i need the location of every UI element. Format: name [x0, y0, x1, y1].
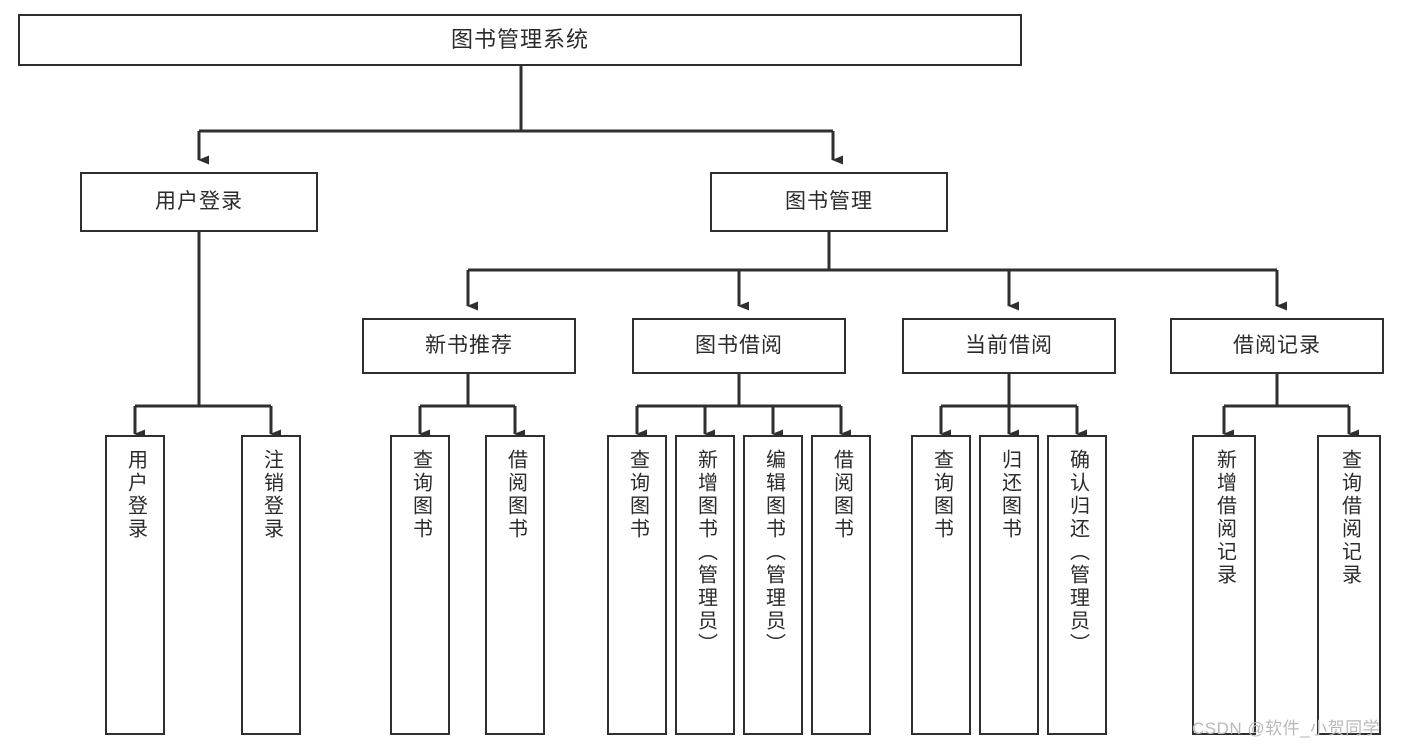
leaf-edit-book-admin[interactable]: 编辑图书（管理员）	[743, 435, 803, 735]
node-label: 新书推荐	[425, 334, 513, 358]
leaf-logout[interactable]: 注销登录	[241, 435, 301, 735]
node-label: 用户登录	[124, 449, 147, 541]
node-label: 编辑图书（管理员）	[762, 449, 785, 656]
node-root-library-system[interactable]: 图书管理系统	[18, 14, 1022, 66]
leaf-query-book-borrow[interactable]: 查询图书	[607, 435, 667, 735]
leaf-query-borrow-record[interactable]: 查询借阅记录	[1317, 435, 1381, 735]
node-label: 归还图书	[998, 449, 1021, 541]
node-book-borrow[interactable]: 图书借阅	[632, 318, 846, 374]
leaf-query-book-recommend[interactable]: 查询图书	[390, 435, 450, 735]
node-label: 查询图书	[930, 449, 953, 541]
leaf-borrow-book[interactable]: 借阅图书	[811, 435, 871, 735]
leaf-query-book-current[interactable]: 查询图书	[911, 435, 971, 735]
node-label: 确认归还（管理员）	[1066, 449, 1089, 656]
node-label: 查询图书	[626, 449, 649, 541]
node-borrow-record[interactable]: 借阅记录	[1170, 318, 1384, 374]
node-label: 借阅图书	[504, 449, 527, 541]
leaf-confirm-return-admin[interactable]: 确认归还（管理员）	[1047, 435, 1107, 735]
node-label: 借阅记录	[1233, 334, 1321, 358]
leaf-return-book[interactable]: 归还图书	[979, 435, 1039, 735]
leaf-add-book-admin[interactable]: 新增图书（管理员）	[675, 435, 735, 735]
node-current-borrow[interactable]: 当前借阅	[902, 318, 1116, 374]
node-label: 借阅图书	[830, 449, 853, 541]
node-label: 查询借阅记录	[1338, 449, 1361, 587]
leaf-add-borrow-record[interactable]: 新增借阅记录	[1192, 435, 1256, 735]
node-label: 注销登录	[260, 449, 283, 541]
node-label: 图书管理	[785, 190, 873, 214]
node-label: 图书借阅	[695, 334, 783, 358]
node-label: 当前借阅	[965, 334, 1053, 358]
csdn-watermark: CSDN @软件_小贺同学	[1192, 719, 1381, 738]
leaf-borrow-book-recommend[interactable]: 借阅图书	[485, 435, 545, 735]
node-label: 新增图书（管理员）	[694, 449, 717, 656]
node-label: 图书管理系统	[450, 26, 589, 52]
node-book-management[interactable]: 图书管理	[710, 172, 948, 232]
node-new-book-recommend[interactable]: 新书推荐	[362, 318, 576, 374]
node-label: 用户登录	[155, 190, 243, 214]
node-label: 查询图书	[409, 449, 432, 541]
leaf-user-login[interactable]: 用户登录	[105, 435, 165, 735]
node-user-login[interactable]: 用户登录	[80, 172, 318, 232]
node-label: 新增借阅记录	[1213, 449, 1236, 587]
